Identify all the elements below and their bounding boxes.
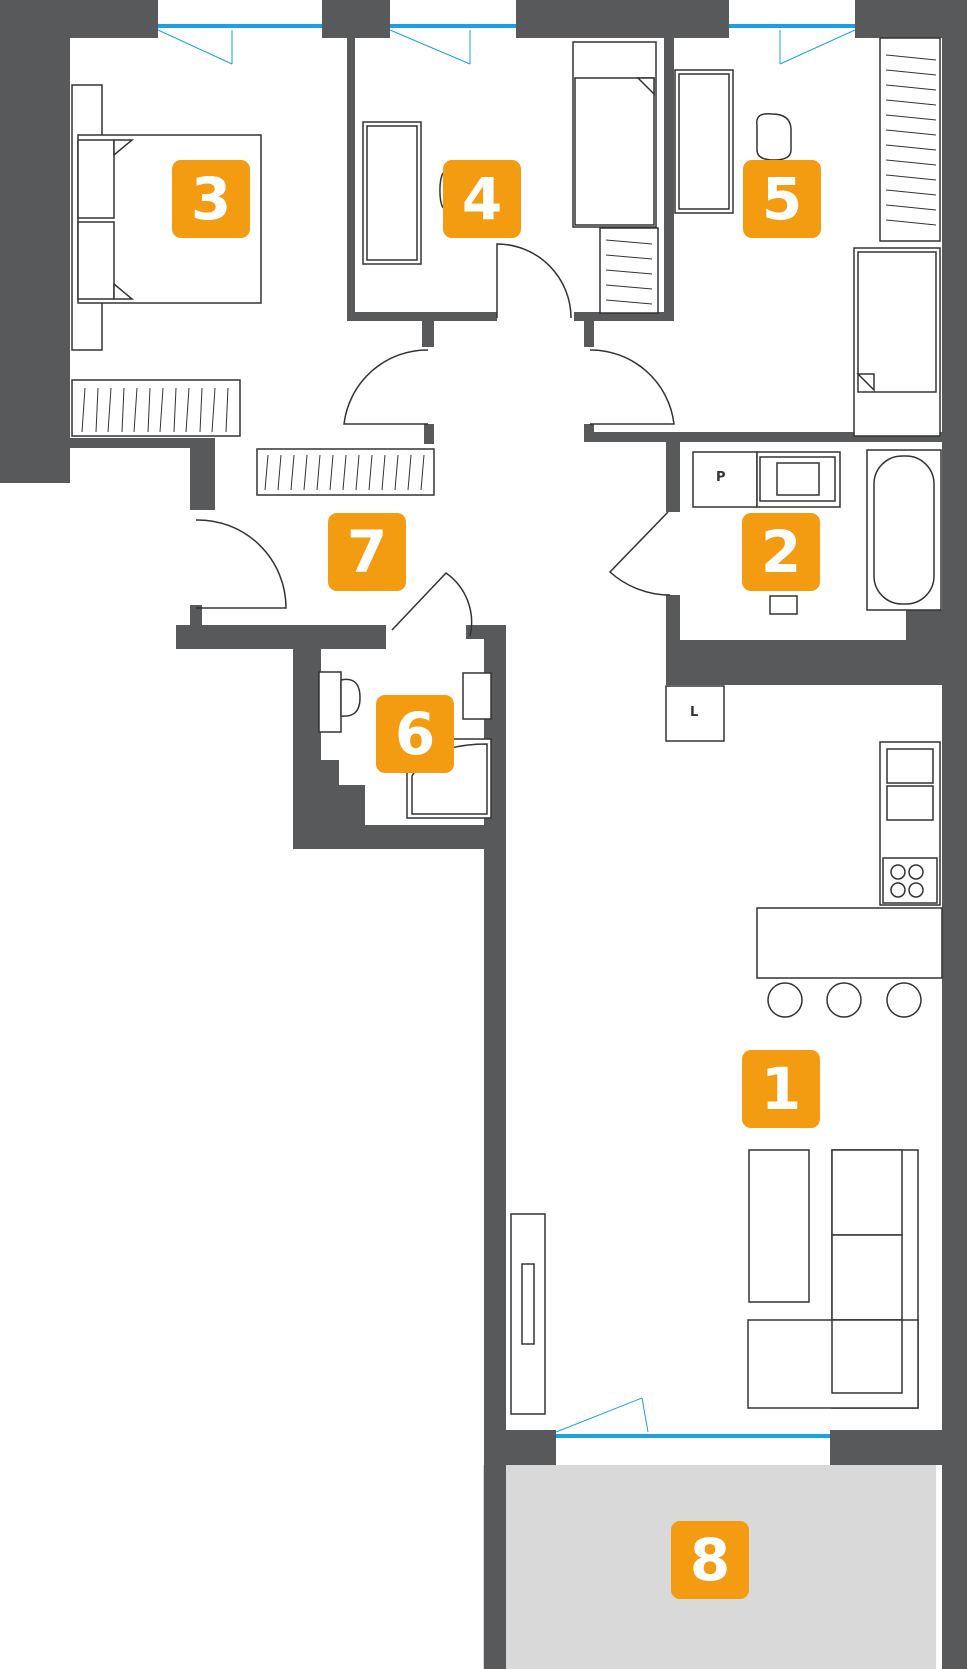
room-label-7: 7	[328, 513, 406, 591]
room-label-6: 6	[376, 695, 454, 773]
room-label-2: 2	[742, 513, 820, 591]
interior-doors	[195, 243, 675, 637]
room-label-5: 5	[743, 160, 821, 238]
room-label-1: 1	[742, 1050, 820, 1128]
laundry-tag: L	[690, 705, 699, 720]
wardrobe-hatching	[81, 54, 937, 491]
doors	[157, 29, 856, 1433]
room-label-8: 8	[671, 1521, 749, 1599]
room-label-3: 3	[172, 160, 250, 238]
room-label-4: 4	[443, 160, 521, 238]
boiler-tag: P	[716, 470, 726, 485]
windows	[158, 24, 855, 1438]
